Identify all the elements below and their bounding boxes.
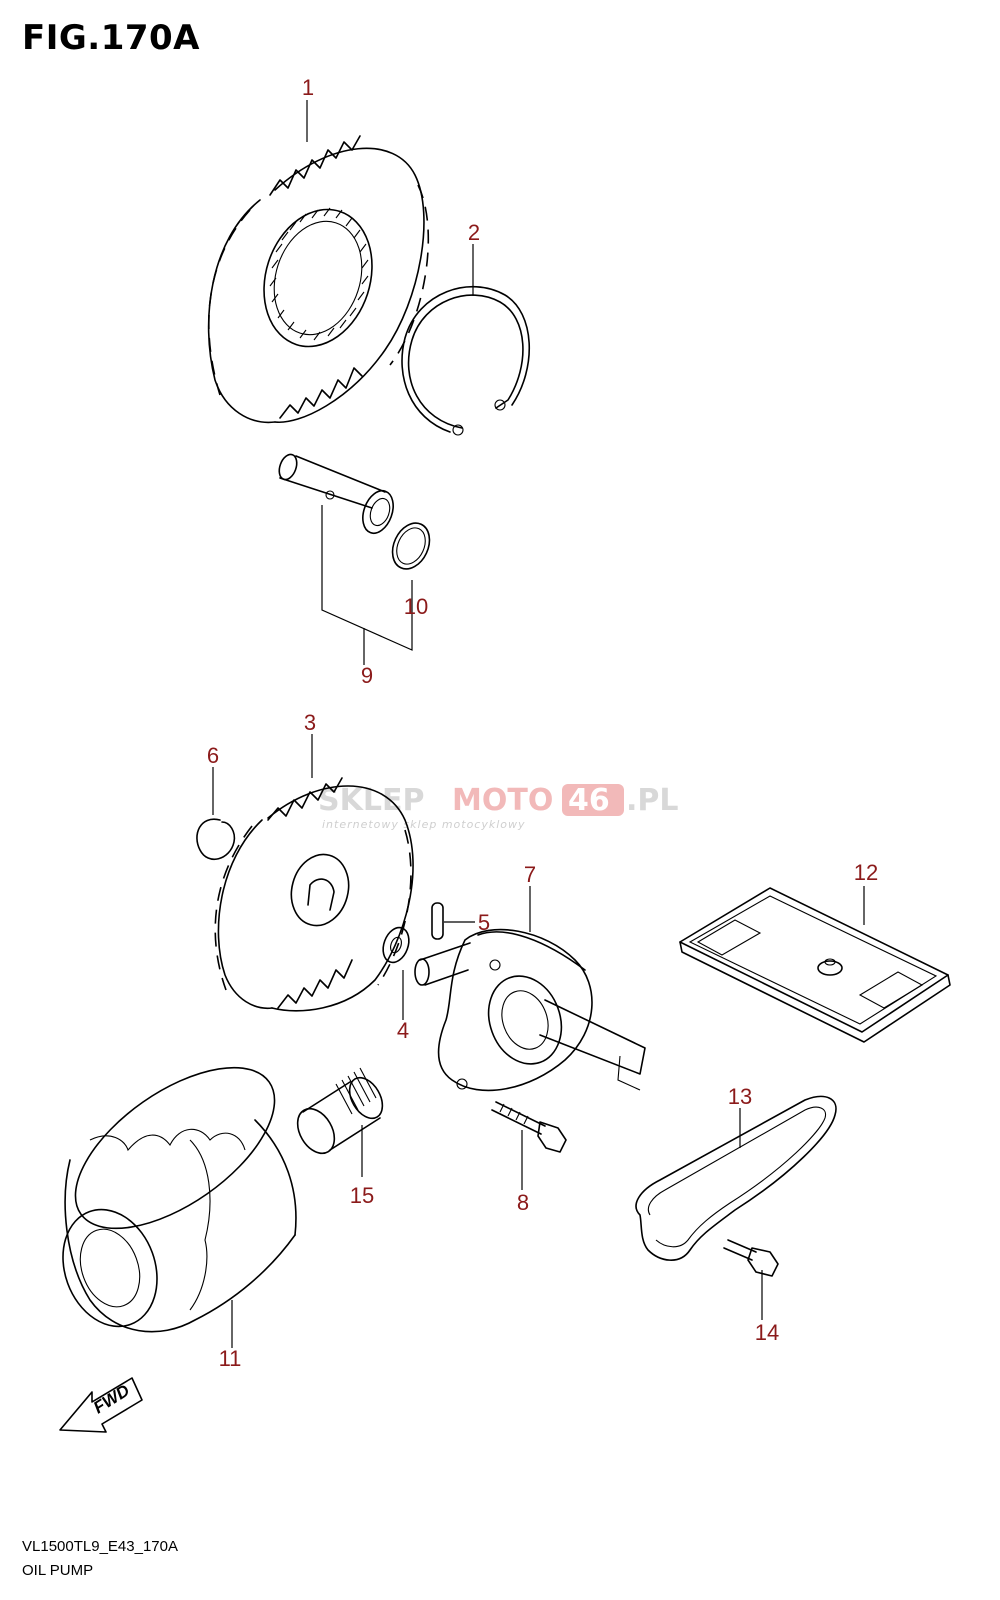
callout-15: 15: [350, 1183, 374, 1208]
callout-1: 1: [302, 75, 314, 100]
watermark-badge: [562, 784, 624, 816]
part-15-union-bolt: [296, 1067, 384, 1155]
part-11-oil-filter: [62, 1066, 297, 1333]
callout-12: 12: [854, 860, 878, 885]
part-13-strainer-gasket: [635, 1095, 837, 1261]
callout-4: 4: [397, 1018, 409, 1043]
callout-numbers: 1 2 3 4 5 6 7 8 9 10 11 12 13 14 15: [207, 75, 878, 1371]
part-14-bolt: [723, 1239, 779, 1277]
figure-title: FIG.170A: [22, 18, 200, 58]
fwd-label: FWD: [90, 1381, 133, 1418]
watermark-tagline: internetowy sklep motocyklowy: [322, 818, 526, 831]
callout-10: 10: [404, 594, 428, 619]
fwd-arrow-icon: FWD: [59, 1377, 143, 1433]
callout-3: 3: [304, 710, 316, 735]
part-2-circlip: [401, 286, 530, 436]
part-8-bolt: [491, 1101, 567, 1153]
callout-5: 5: [478, 910, 490, 935]
watermark-text-3: 46: [568, 783, 610, 818]
model-code: VL1500TL9_E43_170A: [22, 1538, 178, 1555]
callout-6: 6: [207, 743, 219, 768]
part-5-pin: [431, 902, 444, 940]
figure-name: OIL PUMP: [22, 1562, 94, 1579]
leader-lines: [212, 100, 865, 1348]
part-12-oil-strainer: [679, 887, 951, 1043]
watermark-text-4: .PL: [626, 783, 679, 818]
part-7-oil-pump-assembly: [414, 928, 646, 1092]
part-9-oil-pump-shaft: [278, 453, 394, 535]
part-10-o-ring: [391, 522, 431, 570]
callout-8: 8: [517, 1190, 529, 1215]
callout-9: 9: [361, 663, 373, 688]
watermark: SKLEP MOTO 46 .PL internetowy sklep moto…: [318, 783, 679, 831]
callout-11: 11: [219, 1346, 242, 1371]
part-3-oil-pump-drive-gear: [214, 777, 414, 1012]
watermark-text-1: SKLEP: [318, 783, 424, 818]
watermark-text-2: MOTO: [452, 783, 553, 818]
part-6-circlip: [196, 818, 236, 861]
callout-7: 7: [524, 862, 536, 887]
part-1-oil-pump-driven-gear: [207, 135, 430, 424]
callout-14: 14: [755, 1320, 779, 1345]
part-4-washer: [382, 926, 410, 964]
callout-13: 13: [728, 1084, 752, 1109]
callout-2: 2: [468, 220, 480, 245]
